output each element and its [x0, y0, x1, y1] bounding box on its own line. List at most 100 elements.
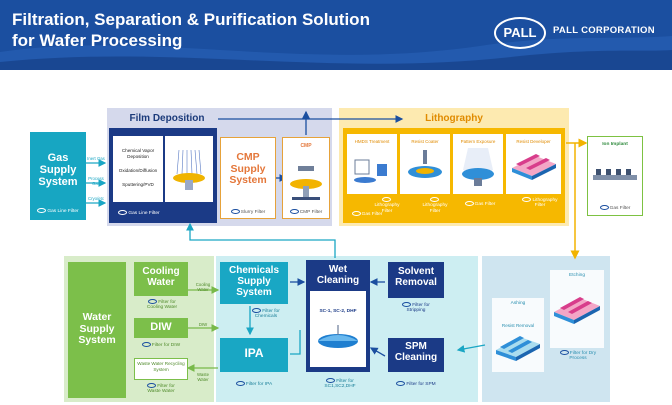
ion-implant-title: Ion Implant	[602, 142, 628, 147]
solvent-filter: Filter for Stripping	[394, 302, 438, 314]
pall-mini-logo-icon	[289, 209, 299, 214]
cooling-water-box	[134, 262, 188, 296]
ipa-title: IPA	[244, 346, 264, 360]
wet-cleaning-chemistry: SC-1, SC-2, DHF	[319, 309, 357, 314]
gas-supply-filter: Gas Line Filter	[30, 208, 86, 214]
litho-stage-name: Resist Developer	[516, 139, 551, 144]
resist-removal-title: Resist Removal	[501, 323, 535, 328]
litho-stage-card: Pattern Exposure	[453, 134, 503, 194]
deposition-method: Sputtering/PVD	[122, 182, 154, 187]
pall-mini-logo-icon	[464, 201, 474, 206]
deposition-method: Oxidation/Diffusion	[118, 168, 158, 173]
pall-mini-logo-icon	[402, 302, 412, 307]
waste-water-filter: Filter for Waste Water	[147, 383, 175, 395]
waste-water-flow-label: Waste Water	[196, 372, 210, 382]
pall-mini-logo-icon	[382, 197, 391, 202]
gas-input-label: Process Gas	[88, 176, 104, 186]
solvent-removal-box	[388, 262, 444, 298]
cooling-water-flow-label: Cooling Water	[195, 282, 211, 292]
pall-mini-logo-icon	[230, 209, 240, 214]
spm-cleaning-box	[388, 338, 444, 372]
litho-stage-filter: Lithography Filter	[520, 197, 560, 209]
pall-mini-logo-icon	[147, 383, 157, 388]
water-supply-box	[68, 262, 126, 398]
pall-mini-logo-icon	[430, 197, 439, 202]
ion-implant-filter: Gas Filter	[587, 205, 643, 211]
film-deposition-filter: Gas Line Filter	[109, 210, 169, 216]
ipa-filter: Filter for IPA	[220, 381, 288, 387]
wet-cleaning-card: SC-1, SC-2, DHF	[310, 291, 366, 367]
pall-mini-logo-icon	[118, 210, 128, 215]
resist-developer-icon	[512, 154, 556, 180]
litho-gas-filter: Gas Filter	[345, 211, 389, 217]
wet-bath-icon	[318, 325, 358, 348]
pall-mini-logo-icon	[396, 381, 406, 386]
resist-coater-icon	[408, 150, 442, 178]
etching-title: Etching	[569, 273, 585, 278]
ashing-title: Ashing	[510, 301, 526, 306]
litho-stage-filter: Lithography Filter	[420, 197, 450, 214]
chemicals-supply-box	[220, 262, 288, 304]
spm-filter: Filter for SPM	[388, 381, 444, 387]
litho-stage-card: HMDS Treatment	[347, 134, 397, 194]
chemicals-filter: Filter for Chemicals	[250, 308, 282, 320]
pall-mini-logo-icon	[559, 350, 569, 355]
litho-stage-name: Pattern Exposure	[460, 139, 496, 144]
deposition-methods-card: Chemical Vapor Deposition Oxidation/Diff…	[113, 136, 163, 202]
litho-stage-card: Resist Developer	[506, 134, 561, 194]
pall-mini-logo-icon	[599, 205, 609, 210]
pall-mini-logo-icon	[37, 208, 47, 213]
pall-mini-logo-icon	[252, 308, 262, 313]
wet-cleaning-filter: Filter for SC1,SC2,DHF	[324, 378, 356, 390]
cmp-supply-box	[220, 137, 276, 219]
pall-mini-logo-icon	[235, 381, 245, 386]
cmp-filter: CMP Filter	[282, 209, 330, 215]
cmp-supply-filter: Slurry Filter	[220, 209, 276, 215]
litho-stage-name: HMDS Treatment	[354, 139, 390, 144]
page-title: Filtration, Separation & Purification So…	[12, 10, 370, 50]
pall-logo: PALL	[494, 17, 546, 49]
cooling-water-filter: Filter for Cooling Water	[146, 299, 178, 311]
gas-input-label: Cryo/etc	[88, 196, 104, 201]
litho-stage-card: Resist Coater	[400, 134, 450, 194]
pall-mini-logo-icon	[141, 342, 151, 347]
waste-water-title: Waste Water Recycling System	[137, 361, 185, 372]
etching-filter: Filter for Dry Process	[556, 350, 600, 362]
diw-filter: Filter for DIW	[134, 342, 188, 348]
deposition-chamber-icon	[173, 149, 205, 190]
gas-input-label: Inert Gas	[87, 156, 105, 161]
cmp-box	[282, 137, 330, 219]
litho-stage-filter: Lithography Filter	[372, 197, 402, 214]
company-name: PALL CORPORATION	[553, 25, 655, 36]
diw-title: DIW	[150, 321, 172, 333]
waste-water-box	[134, 358, 188, 380]
diw-flow-label: DIW	[198, 322, 208, 327]
diw-box	[134, 318, 188, 338]
pall-mini-logo-icon	[351, 211, 361, 216]
deposition-chamber-card	[165, 136, 213, 202]
pall-mini-logo-icon	[148, 299, 158, 304]
film-deposition-title: Film Deposition	[129, 113, 205, 124]
litho-stage-filter: Gas Filter	[458, 201, 502, 207]
pall-mini-logo-icon	[326, 378, 336, 383]
ipa-box	[220, 338, 288, 372]
lithography-title: Lithography	[425, 113, 483, 124]
gas-supply-box	[30, 132, 86, 220]
litho-stage-name: Resist Coater	[411, 139, 439, 144]
cmp-title: CMP	[300, 143, 312, 149]
deposition-method: Chemical Vapor Deposition	[121, 148, 155, 159]
hmds-treatment-icon	[354, 159, 387, 183]
